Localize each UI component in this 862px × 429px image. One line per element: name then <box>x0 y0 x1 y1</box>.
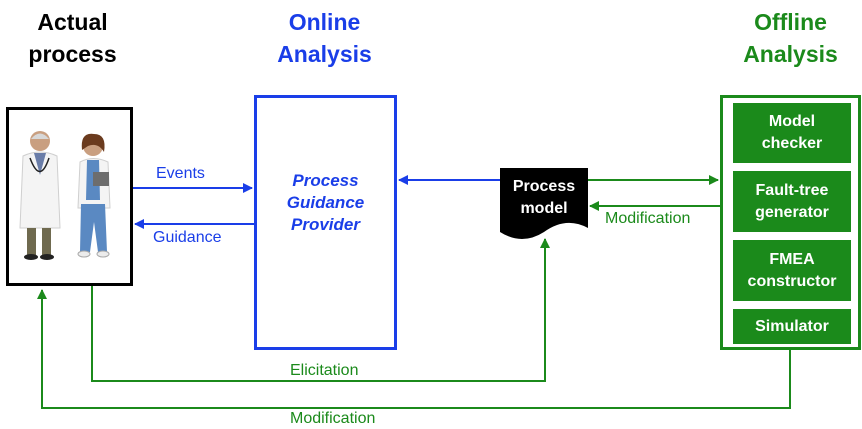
modification-to-actual-arrow <box>37 289 791 409</box>
process-model-label: Process model <box>504 176 584 220</box>
pgp-line: Guidance <box>286 193 365 212</box>
heading-line: Actual <box>37 9 108 35</box>
pgp-line: Provider <box>291 215 360 234</box>
tool-line: Model <box>768 113 816 130</box>
fault-tree-generator-tool: Fault-tree generator <box>733 171 851 232</box>
fmea-constructor-tool: FMEA constructor <box>733 240 851 301</box>
heading-line: process <box>28 41 117 67</box>
heading-line: Online <box>288 9 361 35</box>
online-analysis-box <box>254 95 397 350</box>
model-checker-tool: Model checker <box>733 103 851 163</box>
tool-line: Simulator <box>755 317 829 335</box>
heading-line: Analysis <box>743 41 838 67</box>
guidance-label: Guidance <box>153 229 222 246</box>
tool-line: generator <box>755 203 829 221</box>
pgp-line: Process <box>292 171 359 190</box>
modification-bottom-label: Modification <box>290 410 376 427</box>
process-guidance-provider-label: Process Guidance Provider <box>254 170 397 236</box>
actual-process-heading: Actual process <box>10 6 135 70</box>
simulator-tool: Simulator <box>733 309 851 344</box>
male-doctor-icon <box>19 131 61 260</box>
events-label: Events <box>156 165 205 182</box>
modification-label: Modification <box>605 210 691 227</box>
tool-line: checker <box>761 135 823 152</box>
online-analysis-heading: Online Analysis <box>252 6 397 70</box>
heading-line: Offline <box>754 9 827 35</box>
offline-analysis-heading: Offline Analysis <box>720 6 861 70</box>
tool-line: FMEA <box>769 250 815 268</box>
heading-line: Analysis <box>277 41 372 67</box>
tool-line: constructor <box>747 272 837 290</box>
elicitation-label: Elicitation <box>290 362 359 379</box>
elicitation-arrow <box>91 238 550 382</box>
tool-line: Fault-tree <box>755 181 829 199</box>
pm-line: Process <box>512 178 576 195</box>
pm-line: model <box>520 200 568 217</box>
female-nurse-icon <box>77 133 111 258</box>
process-model-document-icon <box>500 168 588 239</box>
